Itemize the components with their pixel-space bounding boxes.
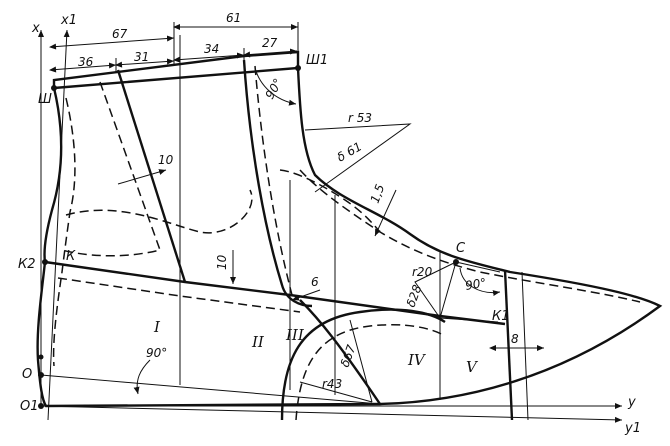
section-label-4: IV xyxy=(407,351,427,369)
dim-text-36: 36 xyxy=(78,55,94,69)
label-k2: К2 xyxy=(18,257,36,272)
section-label-2: II xyxy=(251,333,265,351)
outer-contour xyxy=(36,67,663,408)
dim-text-6: 6 xyxy=(311,275,319,289)
section-label-5: V xyxy=(466,358,479,376)
angle-text-top: 90° xyxy=(262,76,285,101)
section-label-3: III xyxy=(285,326,305,344)
point-k2 xyxy=(42,259,48,265)
dim-text-10-b: 10 xyxy=(215,254,229,270)
section-label-1: I xyxy=(153,318,161,336)
point-c xyxy=(453,259,459,265)
key-points xyxy=(38,65,459,409)
o-baseline xyxy=(40,374,381,405)
vamp-curve-dashed xyxy=(295,323,446,421)
label-x: x xyxy=(31,21,40,36)
x1-axis-line xyxy=(47,29,70,421)
y1-axis-line xyxy=(40,405,623,423)
angle-arc-top xyxy=(254,67,297,106)
dim-text-1-5: 1,5 xyxy=(368,182,388,205)
r53-leader xyxy=(304,123,412,193)
tongue-dashed xyxy=(61,81,161,257)
back-piece-outline xyxy=(242,59,313,308)
vamp-curve xyxy=(280,308,446,421)
k1-leader xyxy=(439,317,499,323)
point-o1 xyxy=(38,403,44,409)
dim-line-36 xyxy=(49,62,117,73)
label-sh: Ш xyxy=(38,92,52,107)
radius-text-d28: δ28 xyxy=(404,283,425,309)
label-sh1: Ш1 xyxy=(306,53,328,68)
facing-dashed-curve-2 xyxy=(279,169,381,233)
point-sh xyxy=(51,85,57,91)
back-piece-dashed xyxy=(254,65,293,296)
angle-arc-front xyxy=(459,267,501,297)
angle-text-bottom: 90° xyxy=(146,346,167,360)
line-k-dashed xyxy=(57,277,301,313)
dim-line-31 xyxy=(115,58,175,68)
point-o xyxy=(38,372,44,378)
angle-text-front: 90° xyxy=(464,275,487,292)
radius-text-r43: r43 xyxy=(322,377,342,391)
label-o: О xyxy=(22,367,32,382)
label-k: К xyxy=(66,249,76,264)
label-o1: О1 xyxy=(20,399,39,414)
dim-text-8: 8 xyxy=(511,332,519,346)
tongue-line xyxy=(116,69,187,283)
radius-text-r53: r 53 xyxy=(348,111,372,125)
inner-contour-dashed xyxy=(52,97,641,367)
point-sh1 xyxy=(295,65,301,71)
facing-dashed-curve xyxy=(65,189,253,234)
radius-text-d61: δ 61 xyxy=(335,139,365,164)
label-x1: x1 xyxy=(60,13,77,28)
label-c: С xyxy=(456,241,466,256)
r43-leader xyxy=(299,319,373,403)
c-radius-lines xyxy=(414,261,501,319)
point-o-mid xyxy=(38,354,44,360)
dim-1-5 xyxy=(374,189,397,237)
dim-6 xyxy=(291,289,321,301)
dim-text-34: 34 xyxy=(204,42,219,56)
dim-text-10-a: 10 xyxy=(158,153,174,167)
radius-text-r20: r20 xyxy=(412,265,433,279)
label-k1: К1 xyxy=(492,309,510,324)
vline-520 xyxy=(521,271,529,421)
angle-arc-bottom xyxy=(133,359,151,395)
dim-10-a xyxy=(117,169,167,185)
dim-line-34 xyxy=(173,52,245,63)
dim-text-61: 61 xyxy=(226,11,241,25)
dim-text-27: 27 xyxy=(262,36,278,50)
dim-text-31: 31 xyxy=(134,50,149,64)
dim-line-67 xyxy=(49,35,175,50)
top-line xyxy=(52,50,300,90)
label-y: у xyxy=(627,395,636,410)
dim-text-67: 67 xyxy=(112,27,128,41)
label-y1: у1 xyxy=(624,421,641,436)
